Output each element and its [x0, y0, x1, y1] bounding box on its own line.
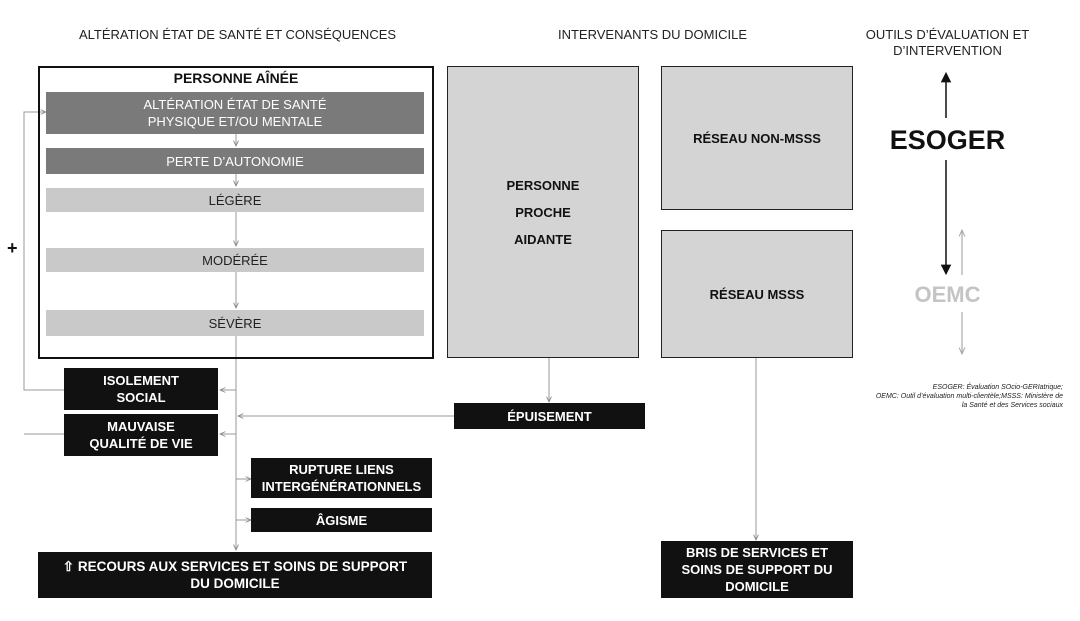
box-alteration-etat-sante: ALTÉRATION ÉTAT DE SANTÉ PHYSIQUE ET/OU …: [46, 92, 424, 134]
proche-line-1: PERSONNE: [506, 177, 580, 193]
personne-ainee-frame: [38, 66, 434, 359]
panel-reseau-non-msss: RÉSEAU NON-MSSS: [661, 66, 853, 210]
box-legere: LÉGÈRE: [46, 188, 424, 212]
footnote-line-2: OEMC: Outil d’évaluation multi-clientèle…: [875, 393, 1063, 400]
box-moderee: MODÉRÉE: [46, 248, 424, 272]
footnote-line-3: la Santé et des Services sociaux: [961, 402, 1063, 409]
panel-personne-proche-aidante: PERSONNE PROCHE AIDANTE: [447, 66, 639, 358]
box-perte-autonomie: PERTE D’AUTONOMIE: [46, 148, 424, 174]
plus-sign: +: [7, 238, 18, 258]
box-isolement-social: ISOLEMENT SOCIAL: [64, 368, 218, 410]
footnote: ESOGER: Évaluation SOcio-GERIatrique; OE…: [860, 383, 1063, 410]
box-rupture-liens: RUPTURE LIENS INTERGÉNÉRATIONNELS: [251, 458, 432, 498]
header-middle: INTERVENANTS DU DOMICILE: [557, 27, 747, 42]
box-severe: SÉVÈRE: [46, 310, 424, 336]
proche-line-2: PROCHE: [515, 204, 571, 220]
personne-ainee-title: PERSONNE AÎNÉE: [173, 70, 299, 86]
label-oemc: OEMC: [914, 282, 981, 307]
proche-line-3: AIDANTE: [514, 231, 572, 247]
label-esoger: ESOGER: [889, 125, 1006, 155]
feedback-loop-isolement: [23, 112, 64, 391]
header-right: OUTILS D’ÉVALUATION ET D’INTERVENTION: [865, 27, 1030, 58]
footnote-line-1: ESOGER: Évaluation SOcio-GERIatrique;: [932, 384, 1063, 391]
box-agisme: ÂGISME: [251, 508, 432, 532]
header-left: ALTÉRATION ÉTAT DE SANTÉ ET CONSÉQUENCES: [78, 27, 397, 42]
box-bris-services: BRIS DE SERVICES ET SOINS DE SUPPORT DU …: [661, 541, 853, 598]
box-recours-services: ⇧ RECOURS AUX SERVICES ET SOINS DE SUPPO…: [38, 552, 432, 598]
panel-reseau-msss: RÉSEAU MSSS: [661, 230, 853, 358]
box-epuisement: ÉPUISEMENT: [454, 403, 645, 429]
box-mauvaise-qualite-vie: MAUVAISE QUALITÉ DE VIE: [64, 414, 218, 456]
